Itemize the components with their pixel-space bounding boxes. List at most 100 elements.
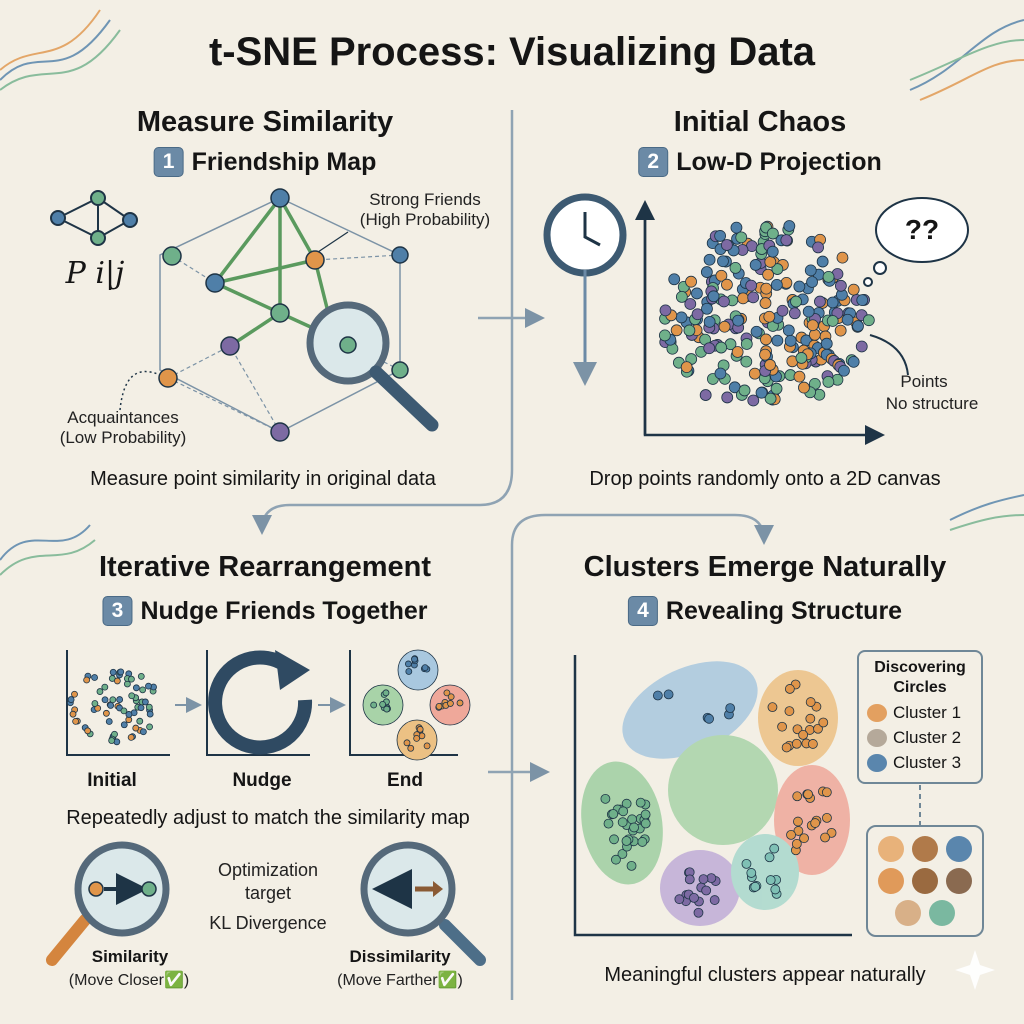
nudge-cycle-icon bbox=[208, 650, 313, 755]
point bbox=[618, 806, 629, 817]
point bbox=[447, 700, 454, 707]
point bbox=[627, 814, 637, 825]
point bbox=[812, 241, 825, 254]
point bbox=[609, 834, 619, 845]
point bbox=[113, 677, 121, 685]
similarity-label: Similarity bbox=[91, 947, 169, 966]
point bbox=[729, 262, 742, 274]
point bbox=[750, 881, 761, 892]
point bbox=[109, 696, 117, 704]
panel-label-initial: Initial bbox=[87, 770, 137, 791]
panel-label-end: End bbox=[387, 770, 423, 791]
point bbox=[747, 291, 760, 304]
point bbox=[834, 324, 847, 337]
cat-icon bbox=[867, 704, 887, 722]
point bbox=[423, 742, 431, 750]
legend-item: Cluster 2 bbox=[867, 728, 973, 748]
point bbox=[731, 346, 744, 358]
end-clusters bbox=[362, 649, 471, 761]
point bbox=[600, 793, 611, 804]
point bbox=[382, 689, 390, 697]
point bbox=[841, 313, 854, 326]
point bbox=[670, 324, 683, 337]
point bbox=[704, 713, 714, 724]
quadrant-dividers bbox=[252, 110, 774, 1000]
point bbox=[746, 868, 757, 878]
clock-icon bbox=[543, 193, 627, 386]
q2-axes bbox=[635, 200, 885, 445]
point bbox=[421, 664, 429, 672]
point bbox=[617, 849, 628, 859]
point bbox=[137, 672, 145, 680]
cat-icon bbox=[878, 836, 904, 862]
point bbox=[699, 389, 712, 401]
point bbox=[675, 290, 688, 303]
point bbox=[435, 702, 443, 710]
step-badge: 3 bbox=[102, 596, 133, 626]
point bbox=[640, 818, 651, 829]
legend-title: Discovering Circles bbox=[874, 659, 966, 696]
point bbox=[769, 843, 780, 854]
probability-formula: P i|j bbox=[65, 256, 125, 291]
point bbox=[407, 744, 415, 752]
no-structure-label: No structure bbox=[885, 394, 979, 413]
q2-heading: Initial Chaos bbox=[673, 106, 847, 138]
point bbox=[691, 287, 703, 300]
point bbox=[456, 699, 464, 707]
point bbox=[807, 739, 818, 749]
dog-icon bbox=[912, 836, 938, 862]
point bbox=[760, 333, 772, 346]
q1-heading: Measure Similarity bbox=[136, 106, 394, 138]
point bbox=[747, 394, 760, 407]
point bbox=[383, 705, 391, 713]
point bbox=[370, 701, 378, 709]
point bbox=[766, 245, 779, 258]
point bbox=[765, 875, 776, 885]
graph-icon bbox=[50, 190, 138, 246]
point bbox=[67, 696, 75, 703]
point bbox=[707, 290, 720, 303]
point bbox=[766, 227, 779, 240]
point bbox=[720, 239, 733, 251]
point bbox=[783, 220, 796, 232]
point bbox=[663, 689, 674, 700]
point bbox=[806, 276, 818, 288]
point bbox=[718, 320, 731, 333]
strong-friends-label: Strong Friends bbox=[369, 190, 481, 209]
panel-label-nudge: Nudge bbox=[232, 770, 292, 791]
point bbox=[781, 742, 792, 753]
point bbox=[96, 688, 104, 695]
point bbox=[637, 837, 648, 847]
dissimilarity-label: Dissimilarity bbox=[349, 947, 451, 966]
point bbox=[770, 884, 781, 895]
point bbox=[816, 255, 829, 268]
point bbox=[139, 728, 147, 736]
point bbox=[770, 382, 783, 395]
point bbox=[793, 816, 803, 827]
point bbox=[703, 253, 716, 266]
page-title: t-SNE Process: Visualizing Data bbox=[208, 30, 816, 74]
point bbox=[689, 893, 699, 903]
point bbox=[791, 738, 802, 749]
point bbox=[674, 894, 685, 905]
cat-icon bbox=[878, 868, 904, 894]
point bbox=[791, 838, 802, 849]
point bbox=[69, 710, 77, 718]
point bbox=[120, 721, 128, 729]
legend-label: Cluster 1 bbox=[893, 703, 962, 722]
q4-axes bbox=[573, 655, 852, 937]
strong-friends-sub: (High Probability) bbox=[359, 210, 491, 229]
point bbox=[72, 717, 80, 725]
point bbox=[132, 724, 140, 732]
q3-heading: Iterative Rearrangement bbox=[98, 551, 432, 583]
point bbox=[668, 273, 681, 286]
point bbox=[108, 737, 116, 744]
point bbox=[810, 818, 821, 828]
point bbox=[635, 797, 646, 808]
point bbox=[855, 340, 868, 353]
point bbox=[680, 361, 693, 374]
dissimilarity-magnifier-icon bbox=[360, 841, 486, 966]
point bbox=[684, 874, 695, 885]
sparkle-icon bbox=[955, 950, 995, 990]
